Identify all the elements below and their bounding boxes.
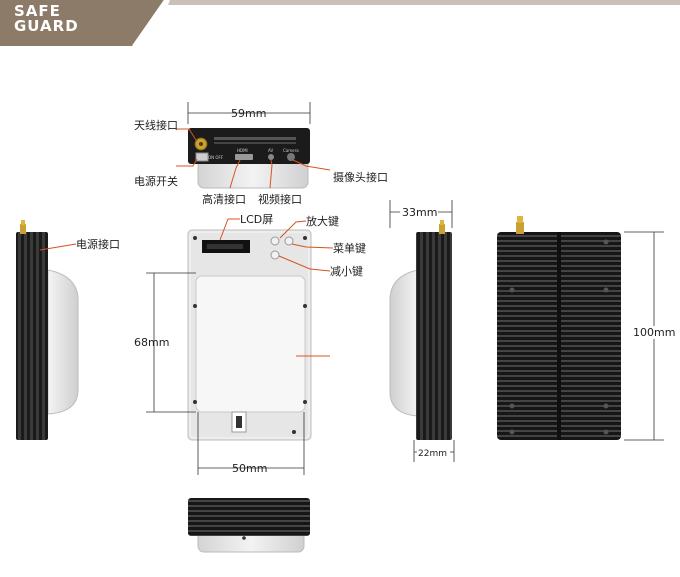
dim-depth-side-bottom-bg [417,446,450,458]
av-print: AV [268,148,273,153]
dim-depth-side-bottom: 22mm [418,449,447,459]
label-zoom-out: 减小键 [330,264,363,278]
hdmi-print: HDMI [237,148,248,153]
back-view [497,216,621,440]
callout-line-power-port [39,243,77,251]
menu-button-icon [284,236,294,246]
dim-depth-side: 33mm [402,206,437,219]
dim-width-front: 50mm [232,462,267,475]
callout-lines-front [219,218,334,357]
label-video: 视频接口 [258,192,302,206]
brand-banner [0,0,680,46]
brand-logo-line2: GUARD [14,17,79,35]
label-power-switch: 电源开关 [134,174,178,188]
label-hdmi: 高清接口 [202,192,246,206]
dim-width-top: 59mm [231,107,266,120]
right-side-view [389,220,452,440]
left-side-view [16,220,79,440]
label-lcd: LCD屏 [240,213,273,226]
label-zoom-in: 放大键 [306,214,339,228]
dim-height-front-line [146,272,196,413]
label-power-port: 电源接口 [76,237,120,251]
dim-height-back-bg [632,326,676,339]
camera-print: Camera [283,148,299,153]
power-switch-icon [195,152,209,162]
bottom-view [188,498,310,553]
brand-logo: SAFE GUARD [14,4,79,34]
label-camera: 摄像头接口 [333,170,388,184]
label-menu: 菜单键 [333,241,366,255]
dim-height-back: 100mm [633,326,675,339]
av-port-icon [268,154,274,160]
on-off-print: ON OFF [208,155,224,160]
dim-width-top-line [187,102,311,124]
brand-logo-line1: SAFE [14,2,61,20]
hdmi-port-icon [235,154,253,160]
callout-lines-top [176,128,331,189]
zoom-out-button-icon [270,250,280,260]
dim-height-front: 68mm [134,336,169,349]
front-view [187,229,312,441]
top-view [188,128,310,189]
label-antenna: 天线接口 [134,118,178,132]
dim-depth-side-bg [400,205,438,218]
zoom-in-button-icon [270,236,280,246]
dim-width-front-line [197,412,305,475]
camera-port-icon [287,153,295,161]
